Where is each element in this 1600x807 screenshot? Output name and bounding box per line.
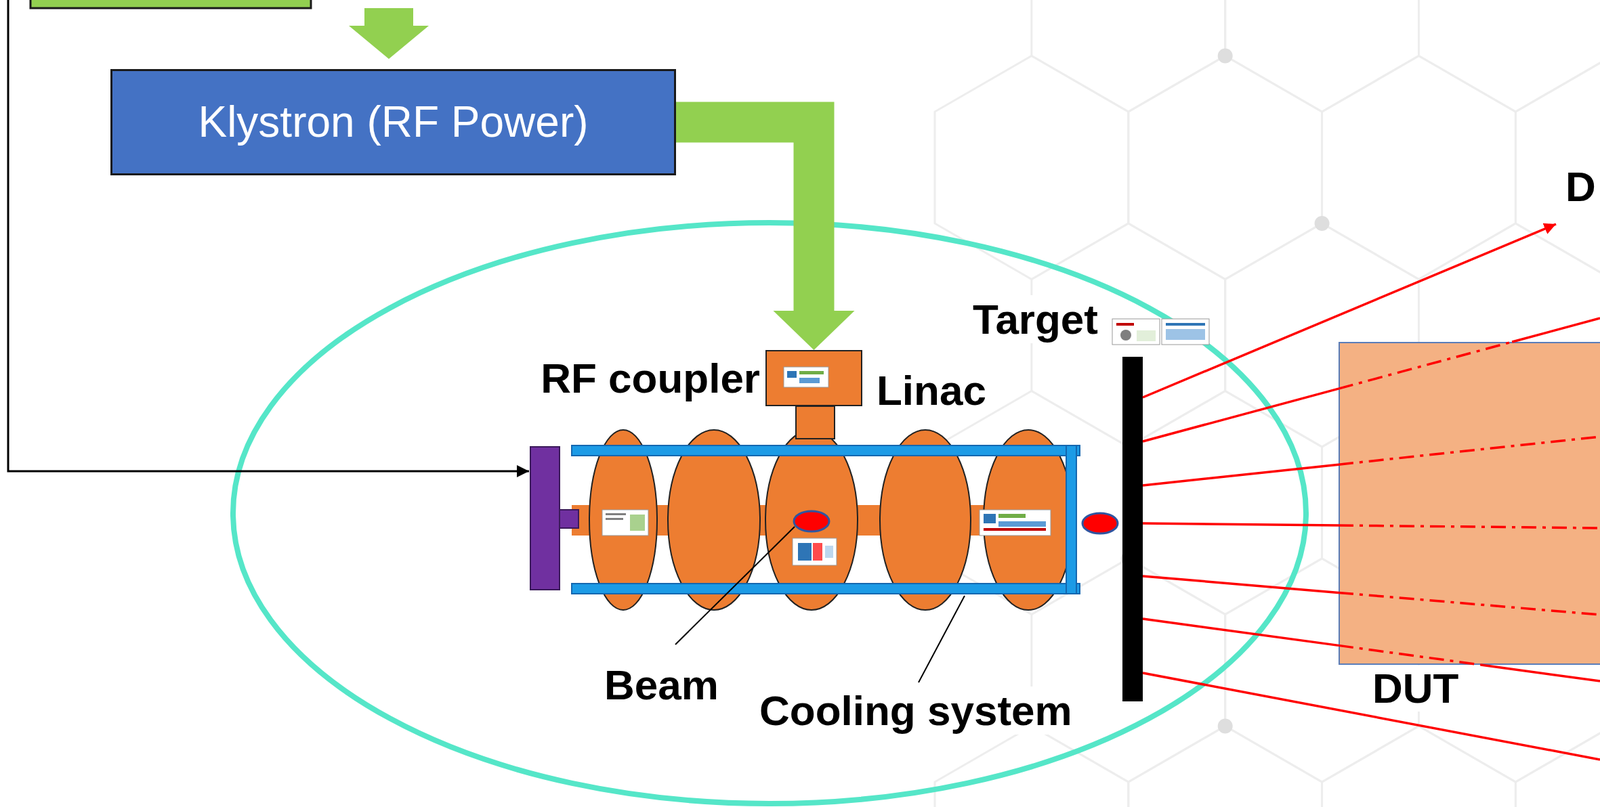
power-feed-arrow bbox=[676, 122, 855, 351]
radiation-ray bbox=[1338, 525, 1600, 529]
klystron-box: Klystron (RF Power) bbox=[110, 69, 677, 176]
thumbnail bbox=[979, 510, 1051, 536]
node-text: Klystron (RF Power) bbox=[197, 97, 588, 148]
radiation-ray bbox=[1338, 342, 1512, 389]
hex-cell bbox=[1128, 56, 1323, 280]
radiation-ray bbox=[1338, 645, 1481, 666]
coupler-stalk bbox=[795, 406, 835, 439]
radiation-ray bbox=[1338, 436, 1600, 465]
cooling-tube bbox=[1066, 445, 1077, 595]
node-text: DUT bbox=[1369, 665, 1462, 712]
radiation-ray bbox=[1142, 224, 1556, 398]
label-holder: Linac bbox=[874, 366, 989, 415]
hex-cell bbox=[934, 56, 1129, 280]
hex-dot bbox=[1217, 48, 1233, 64]
radiation-ray bbox=[1511, 318, 1600, 343]
target-plate: Target bbox=[970, 295, 1143, 702]
cooling-tube bbox=[571, 583, 1080, 595]
beam-bunch bbox=[793, 511, 830, 532]
thumbnail bbox=[783, 367, 829, 388]
label-holder: D bbox=[1563, 162, 1598, 211]
leader-line bbox=[675, 527, 795, 645]
hex-cell bbox=[1031, 0, 1226, 112]
radiation-rays bbox=[1142, 224, 1600, 761]
hex-dot bbox=[1217, 719, 1233, 735]
part-label: Beam bbox=[602, 661, 721, 710]
power-arrow bbox=[348, 8, 429, 59]
hex-cell bbox=[1419, 0, 1600, 112]
power-supply-box bbox=[30, 0, 311, 9]
leader-line bbox=[918, 596, 965, 683]
electron-gun bbox=[559, 510, 579, 529]
thumbnail bbox=[792, 538, 837, 566]
radiation-ray bbox=[1142, 619, 1339, 646]
radiation-ray bbox=[1338, 592, 1600, 616]
hex-cell bbox=[1128, 726, 1323, 807]
system-outline bbox=[233, 222, 1307, 805]
thumbnail bbox=[1161, 319, 1210, 345]
hex-cell bbox=[1225, 0, 1420, 112]
radiation-ray bbox=[1142, 673, 1600, 761]
radiation-ray bbox=[1142, 388, 1339, 442]
node-text: RF coupler bbox=[540, 354, 761, 403]
electron-gun bbox=[530, 447, 560, 591]
label-holder: Cooling system bbox=[757, 686, 1075, 735]
arrow-shaft bbox=[676, 122, 815, 312]
radiation-ray bbox=[1142, 523, 1339, 526]
beam-bunch bbox=[1082, 513, 1118, 534]
cooling-tube bbox=[571, 445, 1080, 456]
dut-box-shape bbox=[1338, 342, 1600, 666]
hex-dot bbox=[1314, 216, 1330, 231]
target-plate-shape bbox=[1122, 356, 1143, 702]
radiation-ray bbox=[1480, 665, 1600, 682]
hex-cell bbox=[1515, 726, 1600, 807]
hex-cell bbox=[1515, 56, 1600, 280]
arrow-head bbox=[773, 310, 855, 351]
radiation-ray bbox=[1142, 464, 1339, 486]
part-label: Cooling system bbox=[757, 686, 1075, 735]
radiation-ray bbox=[1142, 576, 1339, 593]
part-label: D bbox=[1563, 162, 1598, 211]
hex-cell bbox=[1322, 56, 1517, 280]
label-holder: Beam bbox=[602, 661, 721, 710]
node-text: Target bbox=[970, 295, 1101, 344]
thumbnail bbox=[1112, 319, 1160, 345]
part-label: Linac bbox=[874, 366, 989, 415]
thumbnail bbox=[602, 510, 649, 536]
